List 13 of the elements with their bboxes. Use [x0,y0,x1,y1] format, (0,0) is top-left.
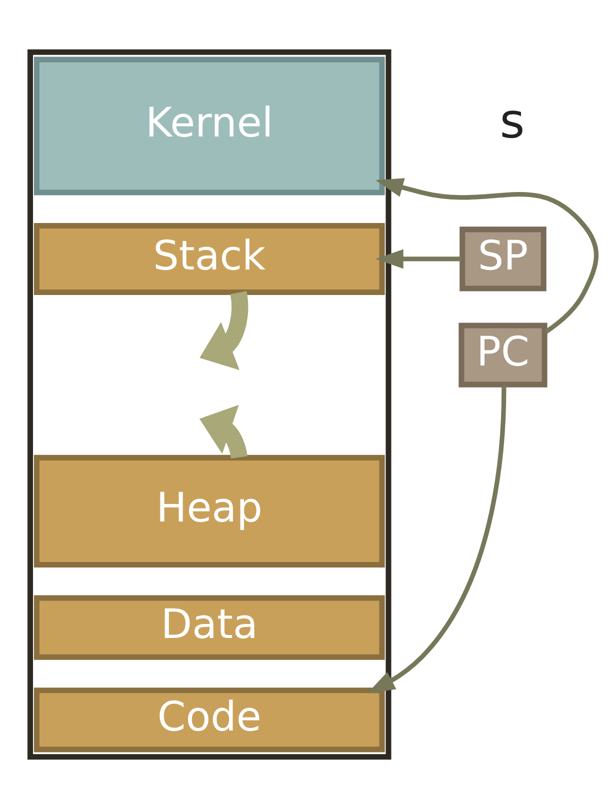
node-box: Code [34,687,385,752]
arrow [376,178,598,334]
node-box: Kernel [34,56,385,195]
node-box: Stack [34,222,385,294]
node-box: Data [34,594,385,660]
label: s [500,93,525,150]
arrow [367,384,506,693]
node-box: Heap [34,454,385,568]
node-box: SP [460,226,546,291]
cluster [27,48,392,760]
arrow [199,404,248,458]
node-box: PC [458,322,548,387]
arrow [376,248,462,268]
